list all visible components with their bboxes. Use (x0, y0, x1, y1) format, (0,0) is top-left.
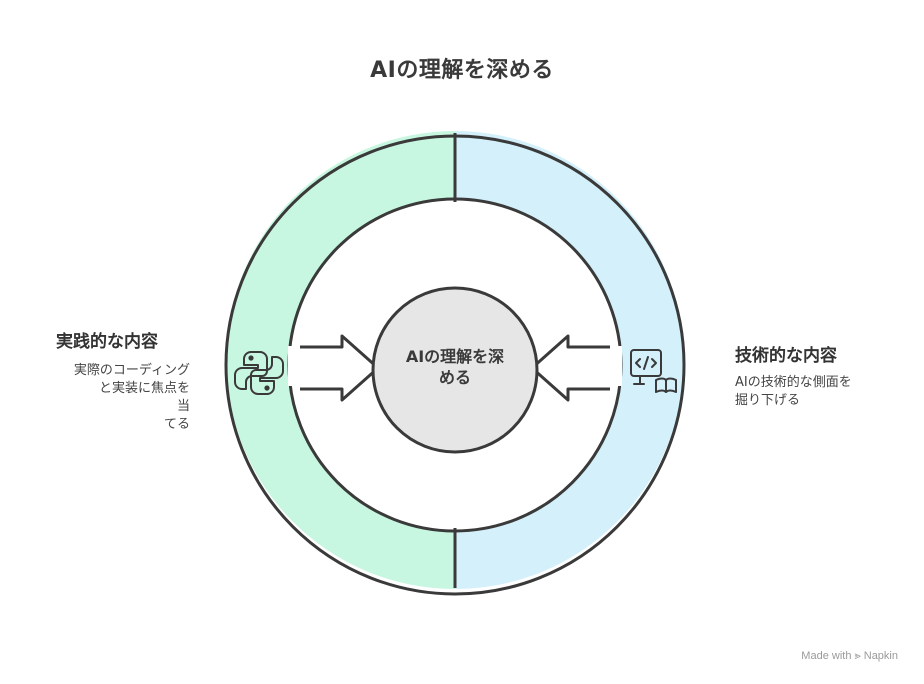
center-label-line1: AIの理解を深 (405, 347, 505, 366)
code-book-icon (630, 349, 677, 393)
left-desc-line: 当 (176, 399, 190, 414)
center-circle (371, 286, 539, 454)
right-ring-fill (455, 131, 684, 589)
left-desc-line: 実際のコーディング (73, 363, 190, 378)
center-label: AIの理解を深 める (385, 346, 525, 388)
left-description: 実際のコーディング と実装に焦点を 当 てる (40, 362, 190, 434)
left-desc-line: てる (163, 417, 190, 432)
right-desc-line: 掘り下げる (735, 393, 801, 408)
left-ring-fill (226, 131, 455, 589)
python-icon (234, 351, 284, 395)
right-title: 技術的な内容 (735, 346, 837, 366)
left-desc-line: と実装に焦点を (98, 381, 190, 396)
page-title: AIの理解を深める (370, 58, 554, 83)
napkin-watermark: Made with ⪢ Napkin (801, 650, 898, 662)
left-title: 実践的な内容 (56, 332, 158, 352)
right-description: AIの技術的な側面を 掘り下げる (735, 374, 905, 410)
right-desc-line: AIの技術的な側面を (735, 375, 852, 390)
center-label-line2: める (438, 368, 471, 387)
